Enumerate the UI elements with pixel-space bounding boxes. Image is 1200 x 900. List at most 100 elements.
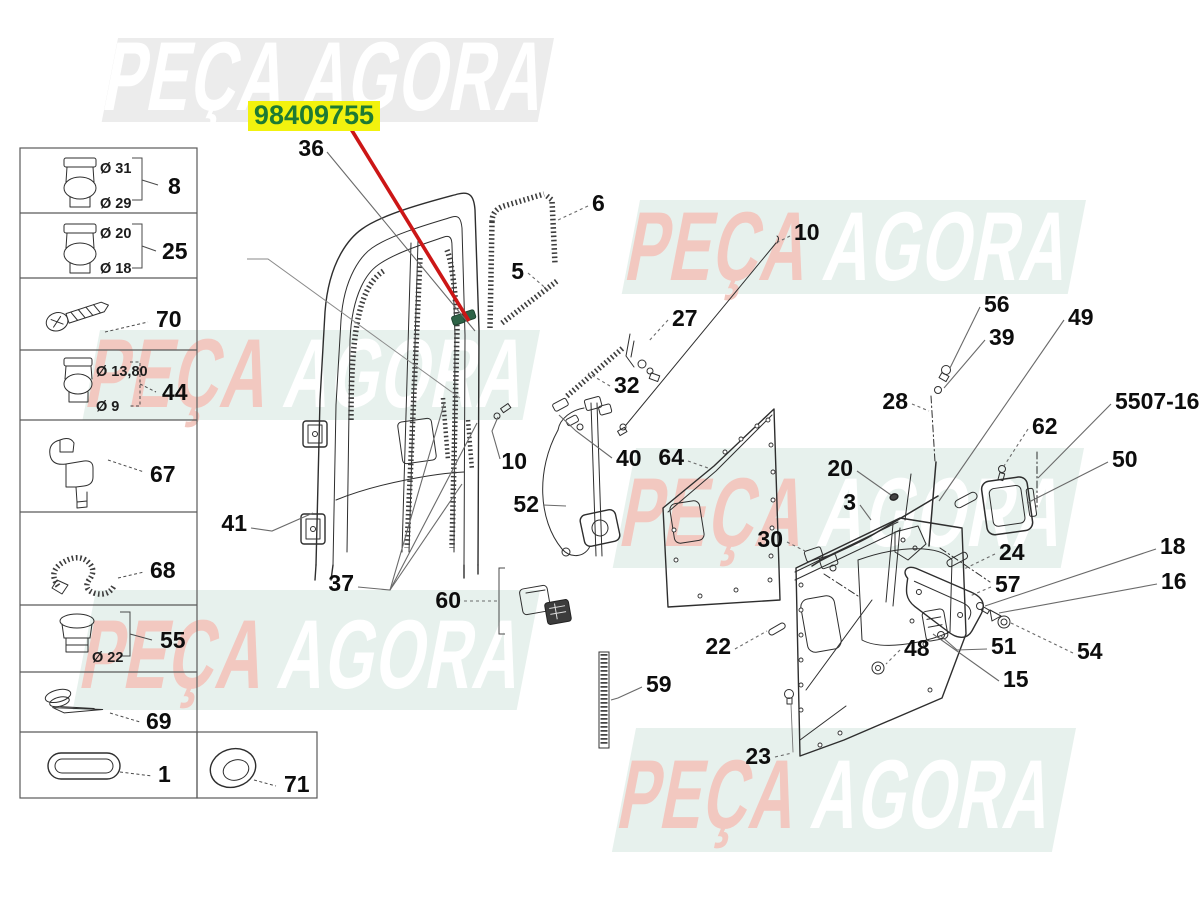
dimension-label: Ø 29	[100, 196, 131, 212]
watermark-peca: PEÇA	[73, 599, 278, 709]
watermark-peca: PEÇA	[79, 318, 282, 428]
leader-line-22	[734, 630, 768, 650]
dimension-label: Ø 9	[96, 399, 119, 415]
part-label-15: 15	[1003, 666, 1029, 692]
part-label-59: 59	[646, 671, 672, 697]
leader-line-3	[859, 504, 872, 521]
part-label-39: 39	[989, 324, 1015, 350]
pointer-line	[349, 128, 471, 322]
table-part-number-67: 67	[150, 461, 176, 487]
leader-line-5507-16	[1037, 403, 1112, 479]
hinge-icon	[300, 420, 328, 545]
oval-grommet-icon	[47, 752, 121, 780]
lower-door-assembly-art	[768, 365, 1038, 757]
table-part-number-55: 55	[160, 627, 186, 653]
leader-line-37	[389, 483, 463, 591]
table-part-number-68: 68	[150, 557, 176, 583]
leader-line-50	[1026, 461, 1109, 504]
table-part-number-70: 70	[156, 306, 182, 332]
watermark-band: PEÇA AGORA	[611, 728, 1076, 852]
watermark-agora: AGORA	[805, 739, 1064, 849]
door-panel-art	[662, 408, 781, 608]
watermark-agora: AGORA	[811, 457, 1076, 567]
part-label-27: 27	[672, 305, 698, 331]
table-part-number-8: 8	[168, 173, 181, 199]
part-label-5: 5	[511, 258, 524, 284]
leader-line-41	[250, 512, 314, 532]
watermark-band: PEÇA AGORA	[618, 191, 1086, 301]
leader-line-36	[326, 151, 476, 332]
leader-line-18	[984, 548, 1157, 607]
dimension-brackets	[104, 157, 277, 787]
part-label-6: 6	[592, 190, 605, 216]
leader-line-37	[389, 422, 478, 591]
watermark-band: PEÇA AGORA	[79, 318, 540, 428]
leader-line-23	[774, 752, 793, 758]
leader-line-49	[938, 319, 1065, 502]
part-label-16: 16	[1161, 568, 1187, 594]
part-label-60: 60	[435, 587, 461, 613]
part-label-37: 37	[328, 570, 354, 596]
parts-table-labels: 8 Ø 31 Ø 29 25 Ø 20 Ø 18 70 44 Ø 13,80 Ø 9 67 68 55Ø…	[92, 161, 310, 797]
leader-line-54	[1010, 622, 1074, 654]
leader-line-37	[357, 403, 445, 591]
parts-table-grid	[19, 147, 318, 799]
leader-line-48	[885, 649, 901, 665]
part-label-23: 23	[745, 743, 771, 769]
leader-line-56	[949, 306, 981, 369]
grommet-icon	[63, 157, 97, 208]
part-label-20: 20	[827, 455, 853, 481]
leader-line-27	[647, 319, 669, 343]
channel-clips-art	[552, 396, 613, 431]
vent-pivot-art	[625, 333, 661, 383]
part-label-51: 51	[991, 633, 1017, 659]
part-label-24: 24	[999, 539, 1025, 565]
parts-table: 8 Ø 31 Ø 29 25 Ø 20 Ø 18 70 44 Ø 13,80 Ø 9 67 68 55Ø…	[19, 147, 318, 799]
part-label-57: 57	[995, 571, 1021, 597]
dimension-label: Ø 22	[92, 650, 123, 666]
grommet-icon	[63, 357, 93, 403]
part-label-41: 41	[221, 510, 247, 536]
hatched-strip-art	[598, 651, 610, 749]
dimension-label: Ø 31	[100, 161, 131, 177]
hook-clip-icon	[49, 438, 94, 509]
leader-line-5	[527, 272, 550, 292]
part-number-highlight-box[interactable]	[248, 101, 380, 131]
part-label-54: 54	[1077, 638, 1103, 664]
part-label-50: 50	[1112, 446, 1138, 472]
part-label-3: 3	[843, 489, 856, 515]
table-part-number-44: 44	[162, 379, 188, 405]
seal-strip-art	[500, 278, 559, 326]
part-label-5507-16: 5507-16	[1115, 388, 1199, 414]
part-label-40: 40	[616, 445, 642, 471]
leader-line-40	[558, 414, 613, 459]
leader-line-62	[1003, 428, 1029, 467]
highlighted-part-number[interactable]: 98409755	[248, 100, 380, 131]
table-part-number-71: 71	[284, 771, 310, 797]
part-label-10: 10	[501, 448, 527, 474]
leader-line-51	[940, 635, 988, 651]
part-label-49: 49	[1068, 304, 1094, 330]
leader-line-15	[932, 633, 1000, 682]
watermark-agora: AGORA	[271, 599, 534, 709]
part-label-32: 32	[614, 372, 640, 398]
dimension-label: Ø 13,80	[96, 364, 148, 380]
dimension-label: Ø 18	[100, 261, 131, 277]
part-number-text[interactable]: 98409755	[254, 100, 374, 130]
part-label-52: 52	[513, 491, 539, 517]
leader-line-16	[998, 583, 1158, 614]
door-rod-art	[493, 235, 779, 437]
part-label-30: 30	[757, 526, 783, 552]
part-label-48: 48	[904, 635, 930, 661]
table-part-number-25: 25	[162, 238, 188, 264]
leader-line-20	[856, 470, 892, 496]
plug-icon	[59, 613, 95, 653]
part-label-28: 28	[882, 388, 908, 414]
flex-hose-icon	[51, 555, 117, 597]
watermark-band: PEÇA AGORA	[612, 448, 1084, 568]
leader-line-39	[943, 339, 986, 389]
dimension-label: Ø 20	[100, 226, 131, 242]
watermark-layer: PEÇA AGORA PEÇA AGORA PEÇA AGORA PEÇA AG…	[72, 21, 1086, 852]
